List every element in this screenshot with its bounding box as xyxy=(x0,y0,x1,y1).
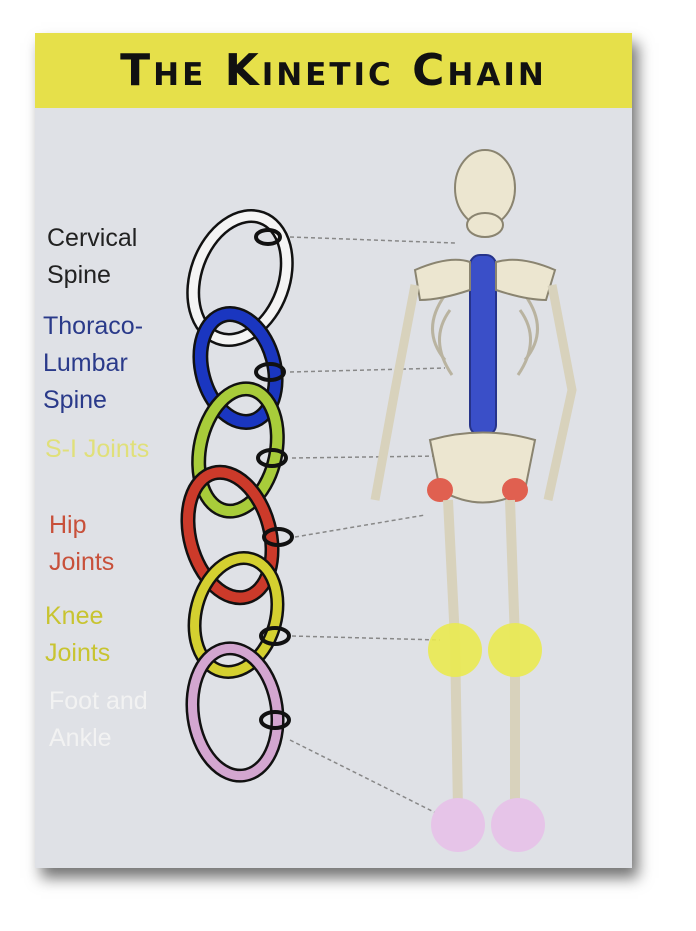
label-cervical-spine: Cervical Spine xyxy=(47,220,137,294)
left-knee-joint xyxy=(428,623,482,677)
label-line: Thoraco- xyxy=(43,312,144,340)
right-foot xyxy=(491,798,545,852)
label-line: Spine xyxy=(47,261,111,289)
left-foot xyxy=(431,798,485,852)
right-shoulder xyxy=(495,258,557,302)
label-line: Hip xyxy=(49,511,87,539)
title-bar: The Kinetic Chain xyxy=(35,33,632,108)
label-thoraco-lumbar-spine: Thoraco- Lumbar Spine xyxy=(43,308,143,419)
label-line: Knee xyxy=(45,602,104,630)
label-foot-ankle: Foot and Ankle xyxy=(49,683,148,757)
label-hip-joints: Hip Joints xyxy=(49,507,114,581)
label-si-joints: S-I Joints xyxy=(45,431,149,468)
small-rings xyxy=(254,228,294,730)
label-line: Cervical xyxy=(47,224,138,252)
label-knee-joints: Knee Joints xyxy=(45,598,110,672)
label-line: S-I Joints xyxy=(45,435,150,463)
label-line: Ankle xyxy=(49,724,112,752)
right-knee-joint xyxy=(488,623,542,677)
label-line: Lumbar xyxy=(43,349,128,377)
label-line: Joints xyxy=(45,639,111,667)
poster-title: The Kinetic Chain xyxy=(120,45,547,96)
label-line: Spine xyxy=(43,386,107,414)
skeleton xyxy=(370,149,577,852)
connector-lumbar xyxy=(289,367,446,373)
connector-lines xyxy=(289,236,456,821)
connector-si xyxy=(291,455,441,459)
spine xyxy=(469,254,497,436)
connector-cervical xyxy=(289,236,456,244)
left-shoulder xyxy=(413,258,471,302)
ribs xyxy=(431,294,539,376)
connector-knee xyxy=(291,635,441,641)
chain-links xyxy=(180,209,294,783)
right-hip-joint xyxy=(502,478,528,502)
connector-hip xyxy=(294,514,426,538)
connector-foot xyxy=(289,739,451,821)
label-line: Joints xyxy=(49,548,115,576)
left-hip-joint xyxy=(427,478,453,502)
label-line: Foot and xyxy=(49,687,148,715)
